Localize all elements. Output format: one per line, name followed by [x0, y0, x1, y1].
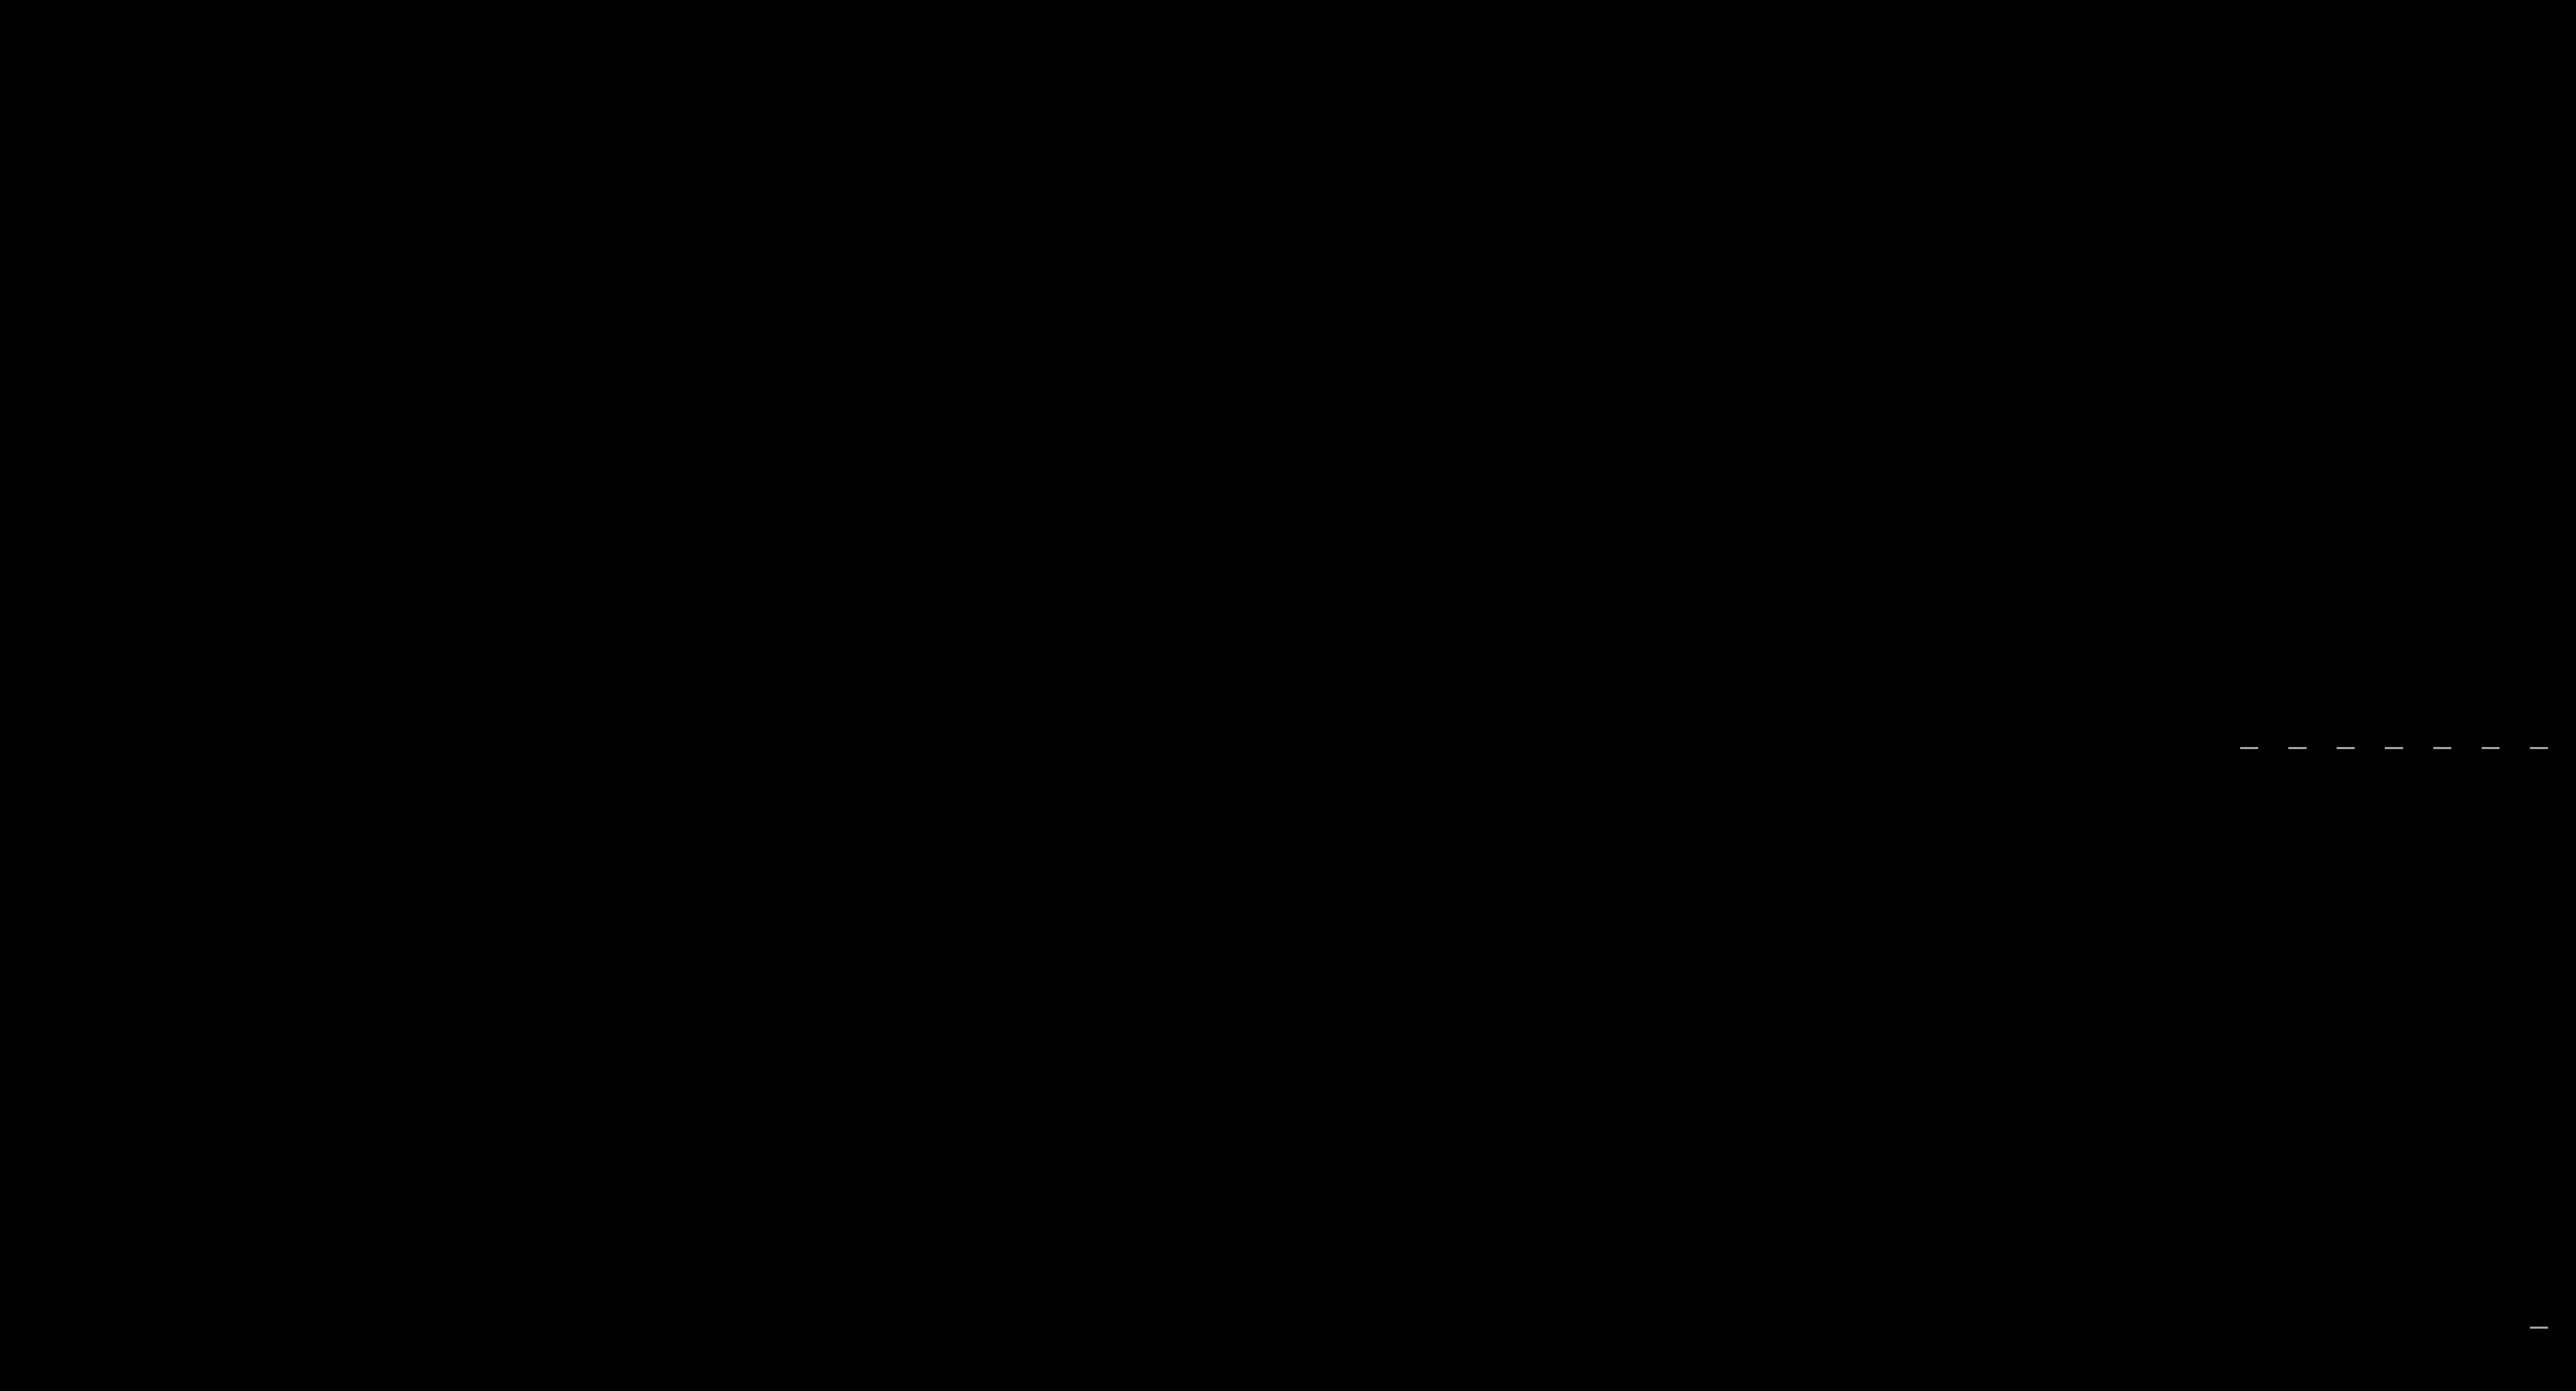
- dashed-line-segment-row-13: [2530, 1326, 2576, 1329]
- dashed-line-segment-row-7: [2240, 747, 2576, 749]
